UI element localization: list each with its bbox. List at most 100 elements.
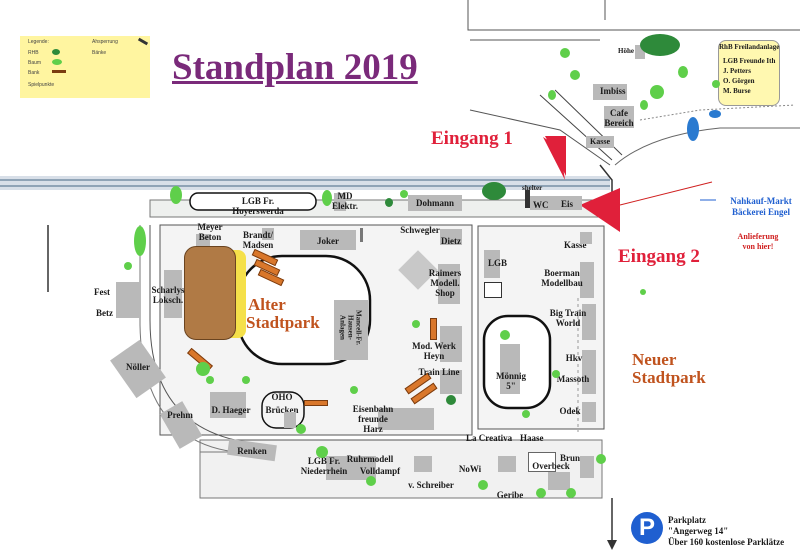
parking-line: "Angerweg 14": [668, 526, 729, 536]
stall-label: Niederrhein: [300, 466, 348, 476]
stall-label: Meyer: [197, 222, 223, 232]
stall: [196, 234, 210, 248]
stall-label: Eisenbahn: [352, 404, 394, 414]
stall-label: shelter: [522, 184, 543, 192]
stall-label: Renken: [237, 446, 267, 456]
tree: [640, 34, 680, 56]
stall: [334, 193, 346, 211]
stage: [184, 246, 236, 340]
legend-item: Bänke: [92, 50, 107, 56]
parking-symbol: P: [638, 514, 655, 541]
parking-line: Parkplatz: [668, 515, 706, 525]
stall-cafe: [604, 106, 634, 128]
stall-label: Prehm: [167, 410, 193, 420]
tree: [640, 289, 646, 295]
tree: [712, 80, 720, 88]
label-cafe: Bereich: [604, 118, 634, 128]
parking-line: Über 160 kostenlose Parklätze: [668, 537, 785, 547]
entrance-1-label: Eingang 1: [431, 128, 513, 149]
tree: [522, 410, 530, 418]
tree: [650, 85, 664, 99]
stall-label: Brandt/: [242, 230, 273, 240]
tree: [482, 182, 506, 200]
nahkauf-label: Nahkauf-Markt: [730, 196, 792, 206]
tree: [548, 90, 556, 100]
tree: [400, 190, 408, 198]
stall-label: Madsen: [242, 240, 274, 250]
tree: [366, 476, 376, 486]
stall-label: Raimers: [428, 268, 462, 278]
legend-bench-icon: [52, 70, 66, 73]
stall: [210, 392, 246, 418]
stall-label: Hoyerswerda: [232, 206, 284, 216]
stall-label: Fest: [94, 287, 110, 297]
stall-label: Elektr.: [332, 201, 358, 211]
stall: [262, 228, 274, 240]
stall-imbiss: [593, 84, 627, 100]
label-cafe: Cafe: [610, 108, 628, 118]
stall-label: Boerman: [544, 268, 580, 278]
legend-item: RHB: [28, 50, 39, 56]
stall-label: Beton: [198, 232, 222, 242]
tree: [206, 376, 214, 384]
tree: [385, 198, 393, 207]
info-line: O. Görgen: [723, 77, 755, 85]
stall-label: v. Schreiber: [408, 480, 454, 490]
stall-label: NoWi: [458, 464, 482, 474]
stall-label: Odek: [559, 406, 581, 416]
stall-kasse: [586, 136, 614, 148]
stall-label: La Creativa: [466, 433, 513, 443]
stall: [408, 195, 462, 211]
stall: [582, 350, 596, 394]
legend-item: Spielpunkte: [28, 82, 55, 88]
stall-label: freunde: [358, 414, 388, 424]
stall: [300, 230, 356, 250]
stall-label: LGB Fr.: [307, 456, 341, 466]
stall-label: Eis: [560, 199, 573, 209]
label-hoehe: Höhe: [618, 47, 634, 55]
tree: [478, 480, 488, 490]
stall: [164, 270, 182, 318]
stall: [552, 196, 582, 210]
legend-item: Ahsperrung: [92, 39, 118, 45]
stall-label: Scharlys: [151, 285, 185, 295]
anlieferung-label: von hier!: [742, 242, 774, 251]
stall-label: Shop: [435, 288, 455, 298]
stall: [582, 304, 596, 340]
stall-label: Dietz: [441, 236, 461, 246]
tree: [560, 48, 570, 58]
legend-item: Baum: [28, 60, 42, 66]
stall-label: Brune: [559, 453, 584, 463]
legend-barrier-icon: [137, 37, 149, 46]
nahkauf-label: Bäckerei Engel: [731, 207, 791, 217]
stall-label: Ruhrmodell: [346, 454, 394, 464]
anlieferung-label: Anlieferung: [737, 232, 779, 241]
stall-label: Loksch.: [152, 295, 184, 305]
stall-label: Heyn: [423, 351, 445, 361]
stall: [440, 370, 462, 394]
park-label-neuer: Stadtpark: [632, 368, 706, 387]
stall: [334, 300, 368, 360]
tree: [170, 186, 182, 204]
tree: [446, 395, 456, 405]
mancell-rotated: Mancell-Fr. Hausen- Anlagen: [328, 300, 388, 360]
tree: [296, 424, 306, 434]
stall-label: Anlagen: [338, 315, 347, 340]
tree: [322, 190, 332, 206]
stall-label: Kasse: [564, 240, 587, 250]
stall-label: MD: [337, 191, 353, 201]
tree: [536, 488, 546, 498]
stall-label: OHO: [271, 392, 293, 402]
stall-label: Train Line: [418, 367, 460, 377]
entrance-2-label: Eingang 2: [618, 246, 700, 267]
stall-label: Brücken: [265, 405, 299, 415]
stall-label: Modell.: [430, 278, 460, 288]
stall: [548, 472, 570, 490]
tree: [500, 330, 510, 340]
stall-label: Hkv: [565, 353, 583, 363]
stall-label: Mod. Werk: [412, 341, 456, 351]
bench: [304, 400, 328, 406]
stall: [438, 264, 460, 304]
stall-label: Hausen-: [346, 315, 355, 340]
bench: [430, 318, 437, 340]
